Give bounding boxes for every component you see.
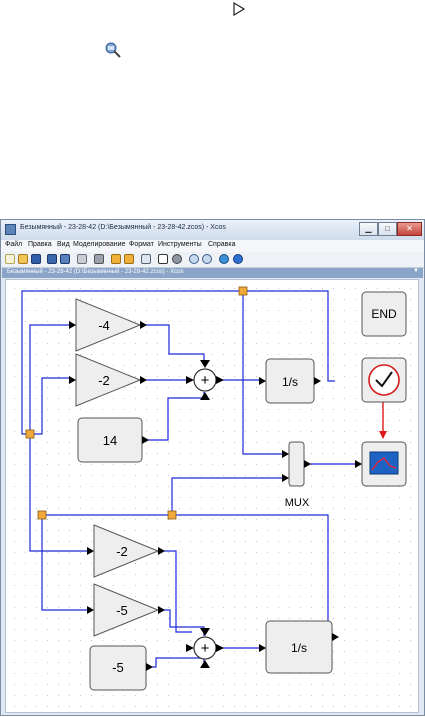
gain-label-4: -5 <box>116 603 128 618</box>
xcos-demos-icon[interactable] <box>219 254 229 264</box>
constant-label-1: 14 <box>103 433 117 448</box>
link-const14-sum1[interactable] <box>146 392 205 441</box>
end-block[interactable]: END <box>361 291 407 337</box>
tab-menu-arrow-icon[interactable]: ▼ <box>413 268 419 274</box>
zoom-out-icon[interactable] <box>202 254 212 264</box>
clock-check-icon <box>375 371 393 388</box>
gain-label-2: -2 <box>98 373 110 388</box>
link-gain1-sum1[interactable] <box>145 324 205 366</box>
gain-block-1[interactable]: -4 <box>69 298 147 352</box>
zoom-in-icon[interactable] <box>189 254 199 264</box>
menu-bar: Файл Правка Вид Моделирование Формат Инс… <box>1 240 424 252</box>
title-bar: Безымянный - 23-28-42 (D:\Безымянный - 2… <box>1 220 424 240</box>
gain-label-3: -2 <box>116 544 128 559</box>
diagram-canvas[interactable]: -4 -2 -2 -5 <box>5 279 419 713</box>
document-tab[interactable]: Безымянный - 23-28-42 (D:\Безымянный - 2… <box>2 268 423 278</box>
sum-block-1[interactable]: + <box>186 360 224 400</box>
link-feedback-bottom[interactable] <box>41 514 335 638</box>
link-gain3-sum2[interactable] <box>163 550 192 633</box>
open-icon[interactable] <box>18 254 28 264</box>
print-icon[interactable] <box>77 254 87 264</box>
start-icon[interactable] <box>158 254 168 264</box>
link-to-gain-1[interactable] <box>29 324 69 434</box>
integrator-block-2[interactable]: 1/s <box>259 620 339 674</box>
toolbar <box>1 252 424 268</box>
integrator-label-1: 1/s <box>282 375 298 389</box>
mux-label: MUX <box>285 497 310 509</box>
fit-diagram-icon[interactable] <box>141 254 151 264</box>
open-file-icon[interactable] <box>31 254 41 264</box>
split-point-bottom-left[interactable] <box>37 510 47 520</box>
sum-sign-2: + <box>201 640 210 657</box>
menu-simulation[interactable]: Моделирование <box>73 241 126 248</box>
gain-block-3[interactable]: -2 <box>87 524 165 578</box>
link-to-gain-2[interactable] <box>30 377 69 435</box>
data-links[interactable] <box>21 290 358 668</box>
maximize-button[interactable]: □ <box>378 222 397 236</box>
sum-sign-1: + <box>201 372 210 389</box>
split-points <box>25 286 248 520</box>
link-const-5-sum2[interactable] <box>149 657 205 668</box>
integrator-block-1[interactable]: 1/s <box>259 358 321 404</box>
scope-screen-icon <box>369 451 399 475</box>
menu-format[interactable]: Формат <box>129 241 154 248</box>
app-icon <box>5 224 16 235</box>
xcos-window: Безымянный - 23-28-42 (D:\Безымянный - 2… <box>0 219 425 716</box>
split-point-bottom-mid[interactable] <box>167 510 177 520</box>
link-feedback-top[interactable] <box>21 290 335 435</box>
save-as-icon[interactable] <box>60 254 70 264</box>
new-icon[interactable] <box>5 254 15 264</box>
help-icon[interactable] <box>233 254 243 264</box>
integrator-label-2: 1/s <box>291 641 307 655</box>
sum-block-2[interactable]: + <box>186 628 224 668</box>
menu-help[interactable]: Справка <box>208 241 236 248</box>
scope-block[interactable] <box>355 441 407 487</box>
split-point-top[interactable] <box>238 286 248 296</box>
window-title: Безымянный - 23-28-42 (D:\Безымянный - 2… <box>20 224 226 231</box>
menu-tools[interactable]: Инструменты <box>158 241 202 248</box>
stop-icon[interactable] <box>172 254 182 264</box>
undo-icon[interactable] <box>111 254 121 264</box>
gain-block-4[interactable]: -5 <box>87 583 165 637</box>
link-x1-to-mux[interactable] <box>242 291 287 455</box>
start-icon[interactable] <box>232 2 246 16</box>
end-label: END <box>371 307 397 321</box>
link-to-gain-3[interactable] <box>29 434 87 552</box>
zoom-icon[interactable] <box>104 41 122 59</box>
clock-block[interactable] <box>361 357 407 403</box>
menu-view[interactable]: Вид <box>57 241 70 248</box>
constant-block-2[interactable]: -5 <box>89 645 153 691</box>
menu-file[interactable]: Файл <box>5 241 23 248</box>
gain-label-1: -4 <box>98 318 110 333</box>
diagram-svg[interactable]: -4 -2 -2 -5 <box>6 280 418 712</box>
constant-label-2: -5 <box>112 660 124 675</box>
gain-block-2[interactable]: -2 <box>69 353 147 407</box>
split-point-left[interactable] <box>25 429 35 439</box>
menu-edit[interactable]: Правка <box>28 241 52 248</box>
document-tab-label: Безымянный - 23-28-42 (D:\Безымянный - 2… <box>7 269 184 275</box>
minimize-button[interactable]: ▁ <box>359 222 378 236</box>
link-x2-to-mux[interactable] <box>171 477 287 515</box>
close-button[interactable]: ✕ <box>397 222 422 236</box>
delete-icon[interactable] <box>94 254 104 264</box>
save-icon[interactable] <box>47 254 57 264</box>
constant-block-1[interactable]: 14 <box>77 417 149 463</box>
mux-block[interactable]: MUX <box>282 441 311 509</box>
redo-icon[interactable] <box>124 254 134 264</box>
